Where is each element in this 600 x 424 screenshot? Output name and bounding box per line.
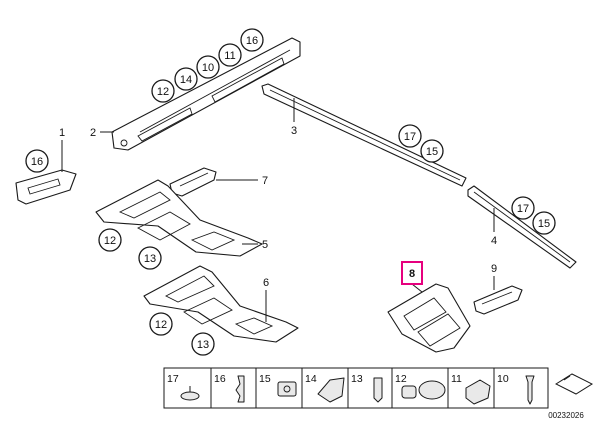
callout-13-console2: 13	[197, 339, 209, 351]
part-5-center-console-trim[interactable]	[95, 179, 263, 257]
callout-12-console2: 12	[155, 319, 167, 331]
label-part-3: 3	[291, 125, 297, 137]
svg-text:13: 13	[351, 373, 363, 385]
doc-id: 00232026	[548, 411, 584, 420]
pad-icon	[418, 380, 446, 400]
bracket-clip-icon	[317, 377, 345, 403]
legend-item-arrow[interactable]	[554, 373, 594, 395]
legend-item-15[interactable]: 15	[259, 373, 297, 397]
label-part-5: 5	[262, 239, 268, 251]
svg-text:11: 11	[451, 373, 462, 385]
legend-item-13[interactable]: 13	[351, 373, 383, 403]
callout-15-right: 15	[538, 218, 550, 230]
label-part-2: 2	[90, 127, 96, 139]
cap-icon	[401, 385, 417, 399]
callout-11-top: 11	[224, 50, 235, 62]
label-part-6: 6	[263, 277, 269, 289]
svg-text:14: 14	[305, 373, 317, 385]
square-nut-icon	[277, 381, 297, 397]
callout-16-left: 16	[31, 156, 43, 168]
u-clip-icon	[373, 377, 383, 403]
screw-icon	[525, 375, 535, 405]
highlight-part-8[interactable]: 8	[401, 261, 423, 285]
legend-item-11[interactable]: 11	[451, 373, 491, 405]
svg-text:12: 12	[395, 373, 407, 385]
direction-arrow-icon	[554, 373, 594, 395]
expanding-nut-icon	[465, 379, 491, 405]
callout-16-top: 16	[246, 35, 258, 47]
part-6-center-console-trim[interactable]	[143, 265, 299, 343]
legend-item-14[interactable]: 14	[305, 373, 345, 403]
callout-17-mid: 17	[404, 131, 416, 143]
callout-12-console1: 12	[104, 235, 116, 247]
spring-clip-icon	[235, 375, 245, 403]
callouts: 16 11 10 14 12 16 17 15 17 15 12 13 12 1…	[25, 28, 556, 356]
legend-item-pad[interactable]	[418, 380, 446, 400]
callout-13-console1: 13	[144, 253, 156, 265]
callout-10-top: 10	[202, 62, 214, 74]
part-7-cover[interactable]	[169, 167, 217, 197]
svg-text:15: 15	[259, 373, 271, 385]
callout-15-mid: 15	[426, 146, 438, 158]
label-part-1: 1	[59, 127, 65, 139]
part-2-dashboard-trim[interactable]	[111, 37, 301, 151]
callout-12-top: 12	[157, 86, 169, 98]
legend-item-12[interactable]: 12	[395, 373, 417, 399]
label-part-9: 9	[491, 263, 497, 275]
legend-item-10[interactable]: 10	[497, 373, 535, 405]
part-3-door-trim-strip[interactable]	[261, 83, 467, 187]
svg-text:10: 10	[497, 373, 509, 385]
legend-item-16[interactable]: 16	[214, 373, 245, 403]
svg-text:16: 16	[214, 373, 226, 385]
round-clip-icon	[180, 391, 200, 401]
label-part-7: 7	[262, 175, 268, 187]
part-4-rear-trim-strip[interactable]	[467, 185, 577, 269]
part-labels: 1 2 3 4 5 6 7 9	[59, 125, 497, 289]
part-8-console-insert[interactable]	[387, 283, 471, 353]
callout-14-top: 14	[180, 74, 192, 86]
label-part-8: 8	[409, 268, 415, 280]
part-1-side-trim[interactable]	[15, 169, 77, 205]
leader-lines	[61, 98, 495, 322]
svg-text:17: 17	[167, 373, 179, 385]
legend-item-17[interactable]: 17	[167, 373, 200, 401]
label-part-4: 4	[491, 235, 497, 247]
part-9-cover[interactable]	[473, 285, 523, 315]
callout-17-right: 17	[517, 203, 529, 215]
legend-strip: 17 16 15 14 13 12 11	[163, 367, 594, 409]
